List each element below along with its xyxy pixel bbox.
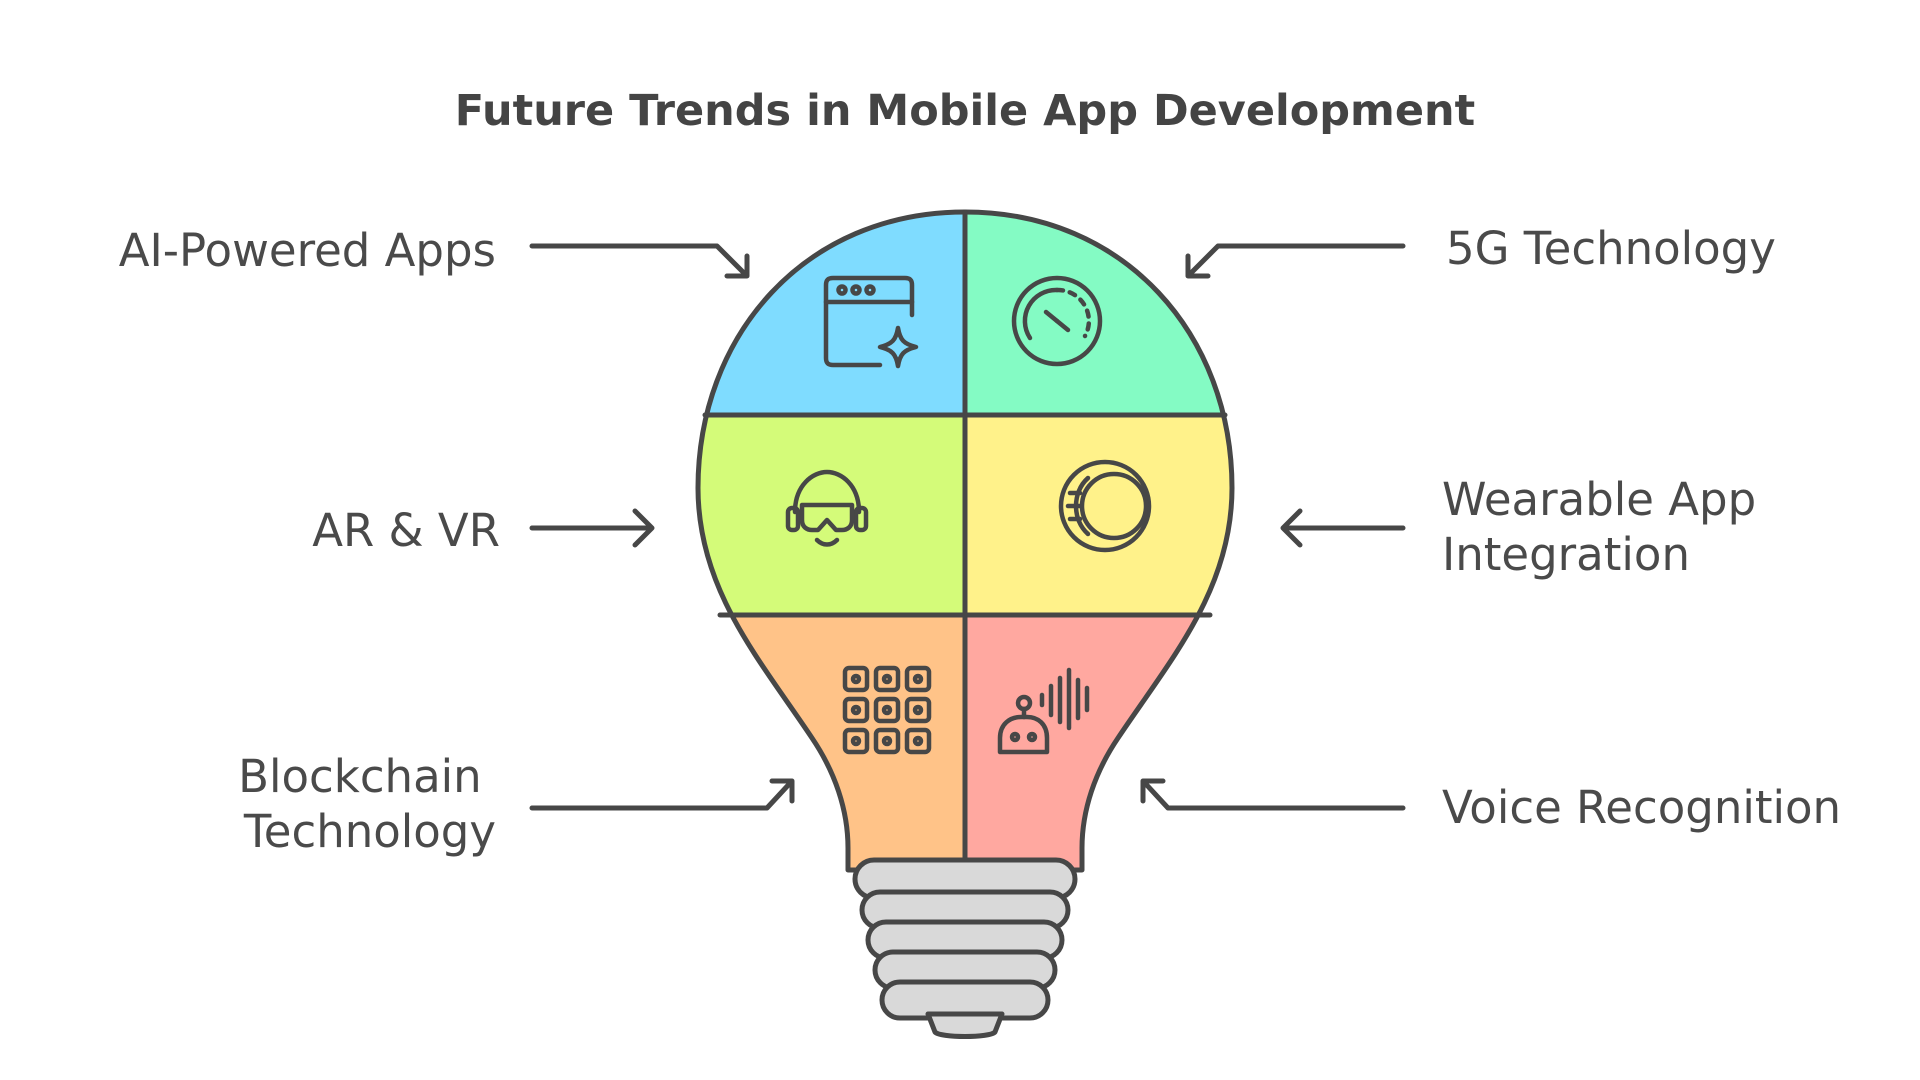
- segment-5g-technology: [965, 212, 1232, 415]
- label-ai-powered-apps: AI-Powered Apps: [119, 224, 496, 277]
- arrow-blockchain: [529, 778, 795, 811]
- bulb-base: [852, 857, 1078, 1039]
- trend-labels: AI-Powered Apps 5G Technology AR & VR We…: [119, 222, 1841, 858]
- voice-robot-icon: [997, 667, 1090, 755]
- vr-headset-icon: [785, 469, 869, 547]
- ai-app-window-icon: [823, 275, 919, 369]
- arrow-ar-vr: [529, 508, 655, 548]
- arrow-voice-recognition: [1140, 778, 1406, 811]
- blockchain-grid-icon: [842, 665, 932, 755]
- label-ar-vr: AR & VR: [312, 504, 500, 557]
- label-wearable-app: Wearable App Integration: [1442, 473, 1770, 581]
- smart-ring-icon: [1058, 459, 1152, 553]
- label-blockchain: Blockchain Technology: [238, 750, 496, 858]
- arrow-5g-technology: [1185, 243, 1406, 279]
- arrows: [529, 243, 1406, 811]
- arrow-wearable-app: [1280, 508, 1406, 548]
- label-voice-recognition: Voice Recognition: [1442, 781, 1841, 834]
- segment-blockchain: [698, 615, 965, 870]
- page-title: Future Trends in Mobile App Development: [455, 86, 1475, 136]
- label-5g-technology: 5G Technology: [1446, 222, 1776, 275]
- segment-ar-vr: [698, 415, 965, 615]
- speed-gauge-icon: [1011, 275, 1103, 367]
- arrow-ai-powered-apps: [529, 243, 750, 279]
- segment-voice-recognition: [965, 615, 1232, 870]
- segment-wearable-app: [965, 415, 1232, 615]
